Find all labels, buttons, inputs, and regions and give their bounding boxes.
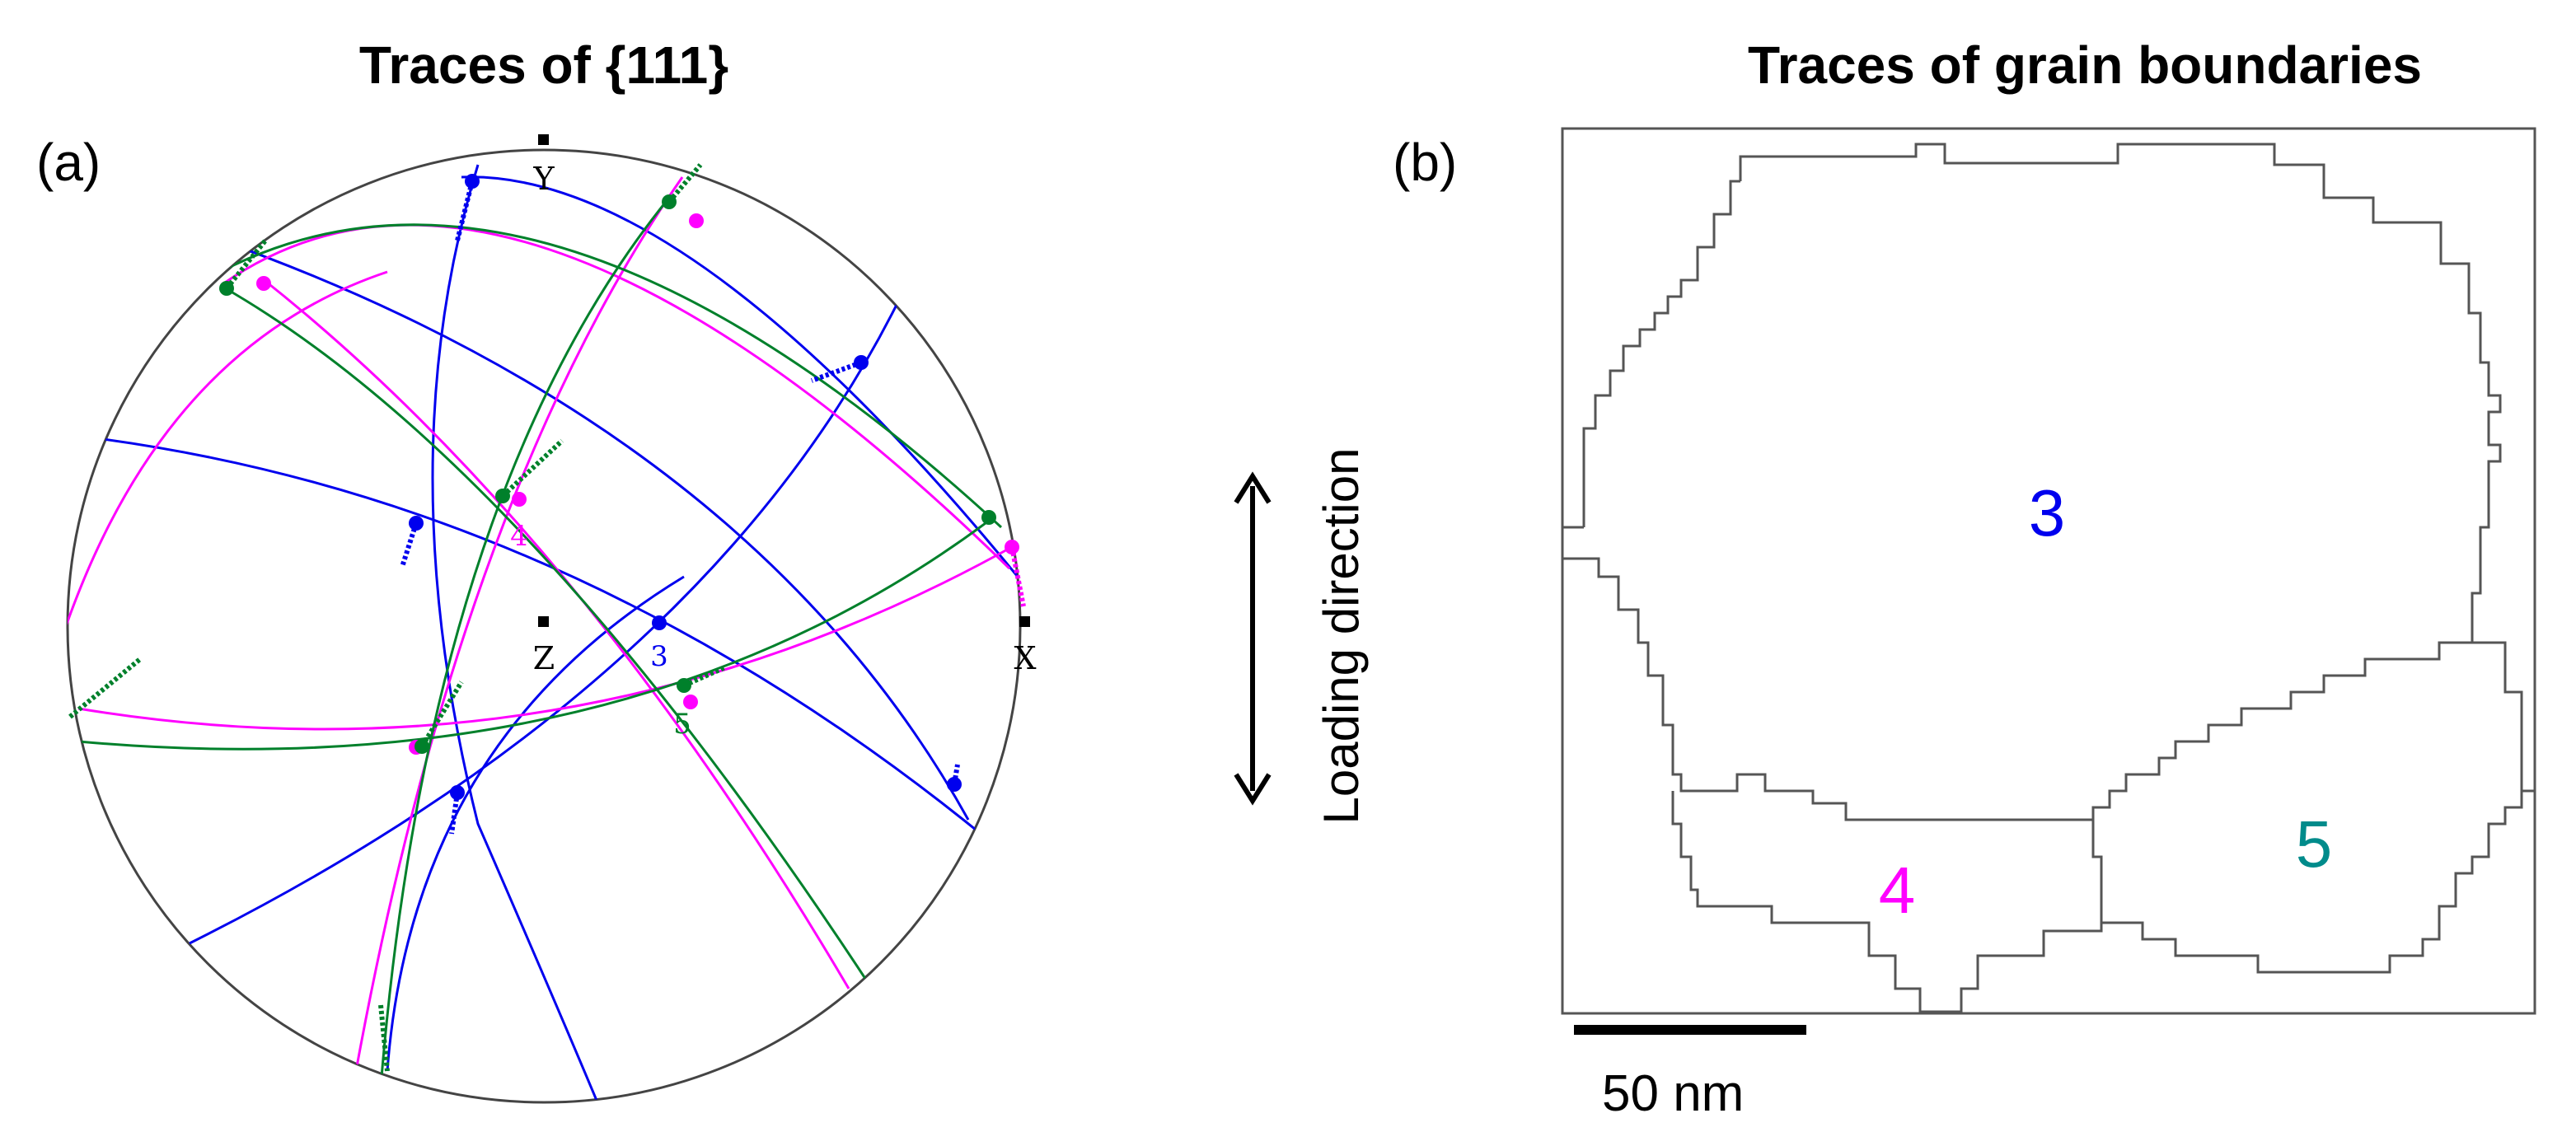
- grain3-number: 3: [2029, 476, 2066, 550]
- grain5-number: 5: [2296, 807, 2333, 881]
- grain-boundary-map: 3 4 5 50 nm: [1561, 127, 2536, 1122]
- axis-x-marker: [1019, 616, 1030, 627]
- pole-dot: [652, 615, 667, 630]
- pole-dot: [512, 492, 527, 507]
- axis-z-label: Z: [533, 640, 555, 676]
- panel-a-title: Traces of {111}: [358, 35, 729, 95]
- panel-b-title: Traces of grain boundaries: [1748, 35, 2422, 95]
- pole-ticks: [68, 163, 1026, 1072]
- grain4-marker: 4: [510, 520, 528, 553]
- grain3-marker: 3: [650, 640, 668, 673]
- scale-bar-label: 50 nm: [1602, 1065, 1744, 1122]
- panel-a-label: (a): [36, 133, 101, 192]
- grain3-poles: [409, 174, 962, 800]
- pole-dot: [683, 695, 698, 709]
- grain5-marker: 5: [673, 708, 691, 741]
- grain3-boundary: [1562, 143, 2502, 821]
- grain4-number: 4: [1879, 854, 1916, 927]
- axis-y-marker: [538, 134, 549, 145]
- axis-markers: [538, 134, 1030, 627]
- pole-dot: [415, 739, 429, 754]
- axis-z-marker: [538, 616, 549, 627]
- pole-dot: [256, 276, 271, 291]
- grain4-poles: [256, 213, 1019, 755]
- scale-bar: [1574, 1025, 1806, 1035]
- panel-b-label: (b): [1393, 133, 1458, 192]
- grain5-boundary: [2101, 641, 2535, 974]
- pole-dot: [689, 213, 704, 228]
- map-frame: [1561, 127, 2536, 1015]
- grain5-traces: [77, 197, 1003, 1088]
- axis-x-label: X: [1014, 640, 1036, 676]
- grain4-boundary: [1671, 791, 2103, 1013]
- axis-y-label: Y: [532, 161, 555, 197]
- grain4-traces: [68, 176, 1019, 1072]
- loading-direction-arrow: [1234, 471, 1272, 806]
- stereographic-projection: Y Z X 4 3 5: [66, 134, 1037, 1104]
- grain3-traces: [96, 164, 1019, 1102]
- pole-dot: [981, 510, 996, 525]
- loading-direction-label: Loading direction: [1314, 447, 1369, 824]
